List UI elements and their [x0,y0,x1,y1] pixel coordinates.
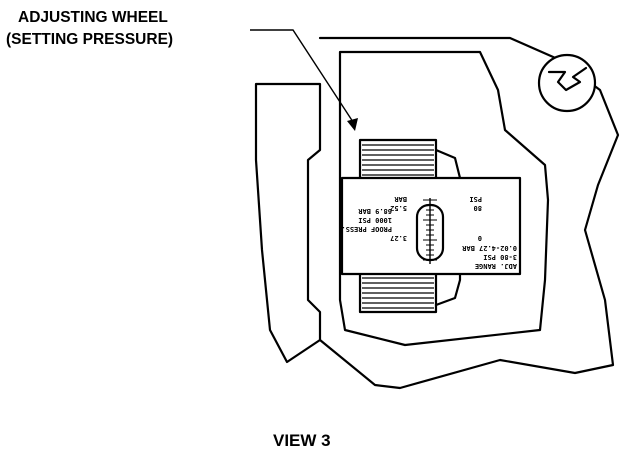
inner-panel [338,50,550,347]
proof-line-3: 68.9 BAR [357,207,392,215]
scale-right-0: 0 [478,234,482,242]
scale-header-2: 3-80 PSI [483,253,517,261]
screw-head [537,53,597,113]
left-housing [254,82,322,364]
callout-leader-arrow [250,29,358,131]
scale-left-unit: BAR [394,195,407,203]
scale-right-unit: PSI [469,195,482,203]
scale-right-80: 80 [474,204,482,212]
view-label: VIEW 3 [273,431,331,450]
scale-plate: ADJ. RANGE 3-80 PSI 0.02-4.27 BAR 0 80 P… [340,176,522,276]
adjusting-wheel-lower[interactable] [358,266,438,314]
scale-left-1: 3.27 [390,234,407,242]
callout-label-line2: (SETTING PRESSURE) [6,31,173,48]
callout-label-line1: ADJUSTING WHEEL [18,9,168,26]
proof-line-1: PROOF PRESS. [341,225,392,233]
scale-header-3: 0.02-4.27 BAR [461,244,517,252]
proof-line-2: 1000 PSI [358,216,392,224]
scale-left-2: 5.52 [390,204,407,212]
scale-header-1: ADJ. RANGE [475,262,517,270]
